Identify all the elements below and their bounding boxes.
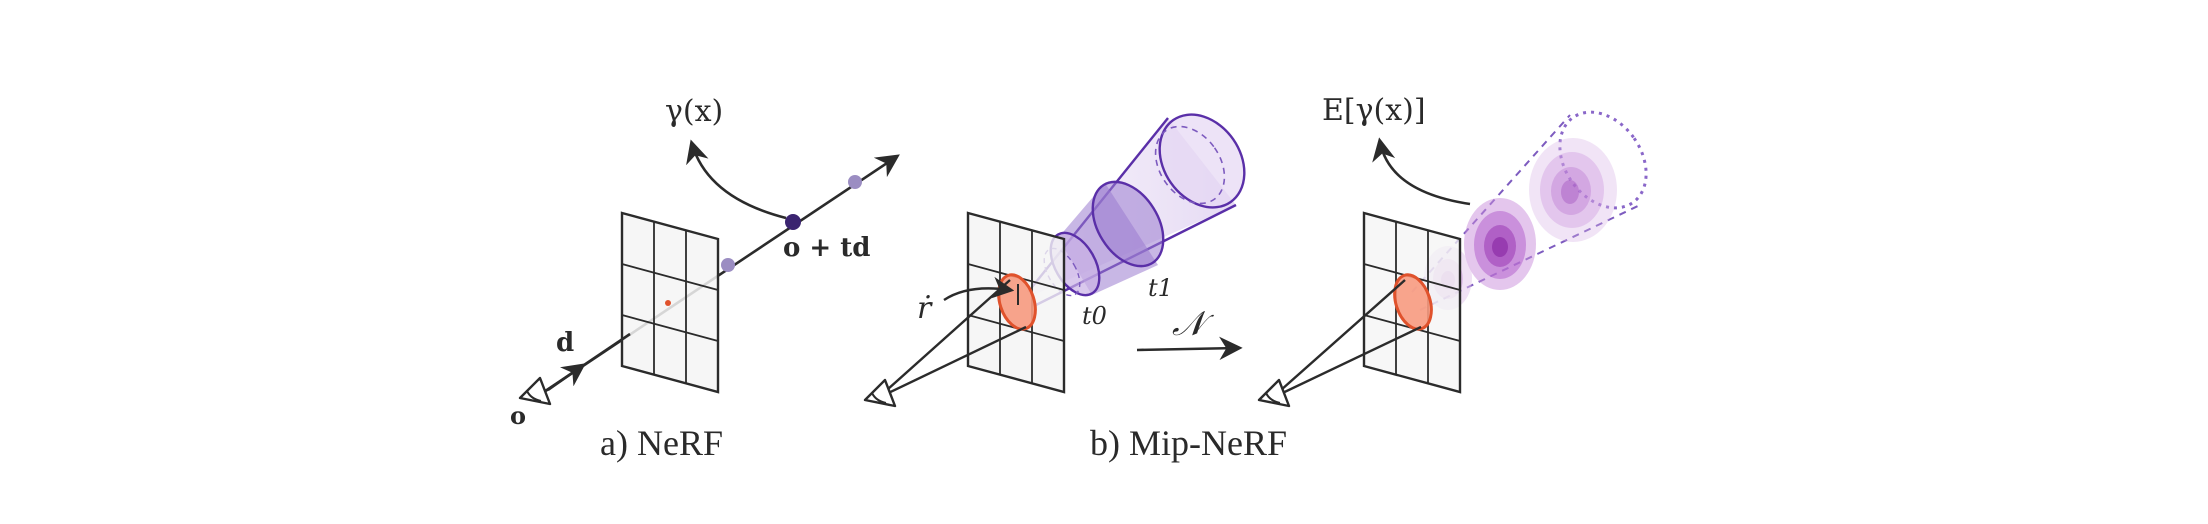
gaussian-far bbox=[1529, 138, 1617, 242]
caption-a: a) NeRF bbox=[600, 423, 723, 463]
gaussian-middle bbox=[1464, 198, 1536, 290]
normal-label: 𝒩 bbox=[1172, 304, 1215, 344]
gamma-label: γ(x) bbox=[665, 94, 723, 129]
radius-arrow bbox=[943, 276, 1015, 302]
t1-label: t1 bbox=[1148, 274, 1173, 302]
origin-label: o bbox=[510, 401, 526, 430]
radius-label: ṙ bbox=[917, 291, 933, 326]
cone-far-cap-dashed bbox=[1558, 110, 1648, 210]
expectation-label: E[γ(x)] bbox=[1322, 93, 1426, 128]
pixel-point-a bbox=[665, 300, 671, 306]
camera-eye-a bbox=[518, 376, 552, 406]
sample-point-light-2 bbox=[848, 175, 862, 189]
encoding-arrow-a bbox=[686, 139, 787, 220]
t0-label: t0 bbox=[1082, 302, 1107, 330]
normal-approximation-step: 𝒩 bbox=[1136, 304, 1243, 361]
camera-eye-b bbox=[863, 378, 897, 408]
pixel-disk-c bbox=[1393, 273, 1433, 331]
panel-a-nerf: γ(x) o + td d o a) NeRF bbox=[510, 94, 900, 463]
panel-c-gaussians: E[γ(x)] bbox=[1257, 93, 1648, 408]
frustum-t1 bbox=[1091, 180, 1165, 268]
panel-b-cone: ṙ t0 t1 b) Mip-NeRF bbox=[863, 113, 1287, 463]
direction-arrow bbox=[547, 363, 586, 392]
camera-eye-c bbox=[1257, 378, 1291, 408]
sample-point-light-1 bbox=[721, 258, 735, 272]
point-label: o + td bbox=[783, 233, 870, 263]
encoding-arrow-c bbox=[1372, 137, 1471, 206]
direction-label: d bbox=[556, 328, 574, 358]
transition-arrow bbox=[1136, 336, 1243, 361]
sample-point-main bbox=[785, 214, 801, 230]
caption-b: b) Mip-NeRF bbox=[1090, 423, 1287, 463]
